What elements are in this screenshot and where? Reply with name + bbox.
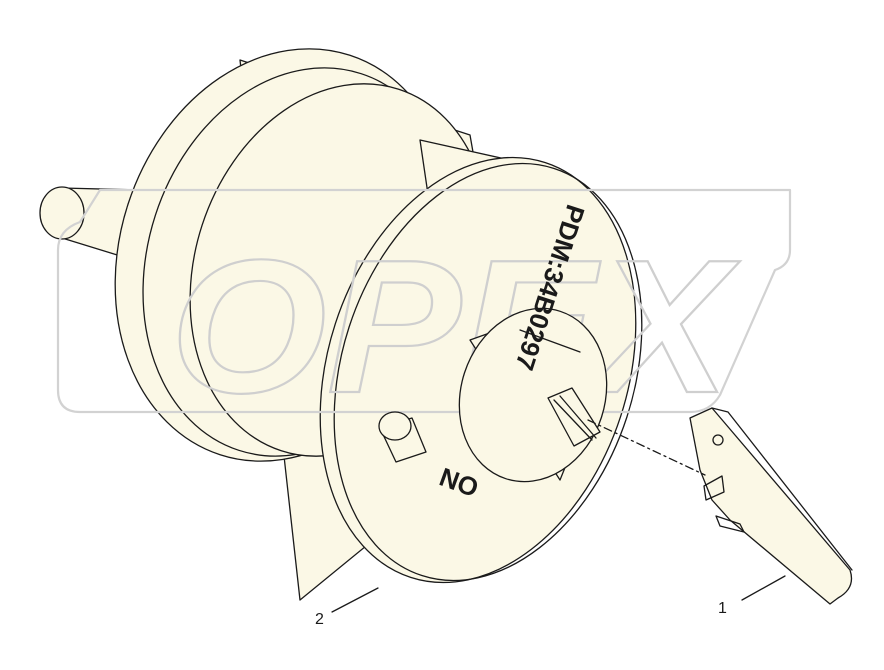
alignment-line xyxy=(587,419,706,476)
leader-line-1 xyxy=(741,575,786,601)
callout-label-1: 1 xyxy=(718,600,727,617)
indicator-pin xyxy=(378,411,427,463)
callout-label-2: 2 xyxy=(315,611,324,628)
key xyxy=(689,407,853,605)
watermark-logo: OPEX xyxy=(56,188,792,434)
leader-line-2 xyxy=(331,587,379,613)
cylinder-boss xyxy=(458,307,608,483)
watermark-text: OPEX xyxy=(170,221,741,433)
